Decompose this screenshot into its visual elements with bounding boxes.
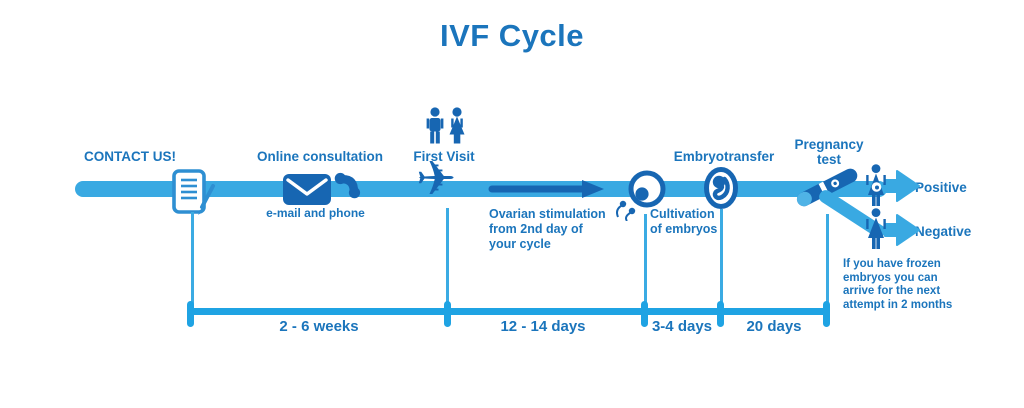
document-pen-icon	[172, 169, 215, 215]
connector-first-visit	[446, 208, 449, 306]
scale-tick	[641, 301, 648, 327]
scale-tick	[823, 301, 830, 327]
page-title: IVF Cycle	[439, 18, 585, 53]
couple-icon	[426, 107, 465, 144]
contact-us-label: CONTACT US!	[84, 149, 176, 164]
frozen-embryos-note: If you have frozen embryos you can arriv…	[843, 258, 953, 311]
embryotransfer-label: Embryotransfer	[673, 149, 775, 164]
embryo-icon	[704, 167, 738, 209]
cultivation-of-embryos-label: Cultivation of embryos	[650, 207, 718, 236]
scale-tick	[444, 301, 451, 327]
negative-arrow-icon	[884, 214, 920, 246]
connector-pregnancy-test	[826, 214, 829, 303]
positive-arrow-icon	[884, 170, 920, 202]
connector-embryotransfer	[720, 209, 723, 306]
online-consultation-label: Online consultation	[256, 149, 383, 164]
positive-label: Positive	[915, 180, 967, 195]
scale-tick	[187, 301, 194, 327]
ovarian-stimulation-arrow-icon	[488, 180, 604, 198]
duration-3-4-days: 3-4 days	[651, 318, 713, 335]
connector-contact	[191, 212, 194, 306]
pregnancy-test-label: Pregnancy test	[794, 137, 864, 167]
woman-icon	[866, 208, 886, 249]
envelope-icon	[283, 174, 331, 205]
phone-icon	[334, 172, 361, 199]
duration-scale-bar	[190, 308, 828, 315]
ovarian-stimulation-label: Ovarian stimulation from 2nd day of your…	[489, 207, 606, 251]
ovum-sperm-icon	[616, 170, 666, 221]
pregnant-woman-icon	[866, 164, 886, 206]
airplane-icon: ✈	[416, 153, 457, 206]
connector-cultivation	[644, 214, 647, 306]
scale-tick	[717, 301, 724, 327]
duration-20-days: 20 days	[746, 318, 802, 335]
negative-label: Negative	[915, 224, 972, 239]
email-and-phone-label: e-mail and phone	[266, 206, 365, 220]
main-timeline-bar	[75, 181, 887, 197]
first-visit-label: First Visit	[413, 149, 475, 164]
duration-2-6-weeks: 2 - 6 weeks	[279, 318, 359, 335]
duration-12-14-days: 12 - 14 days	[500, 318, 586, 335]
